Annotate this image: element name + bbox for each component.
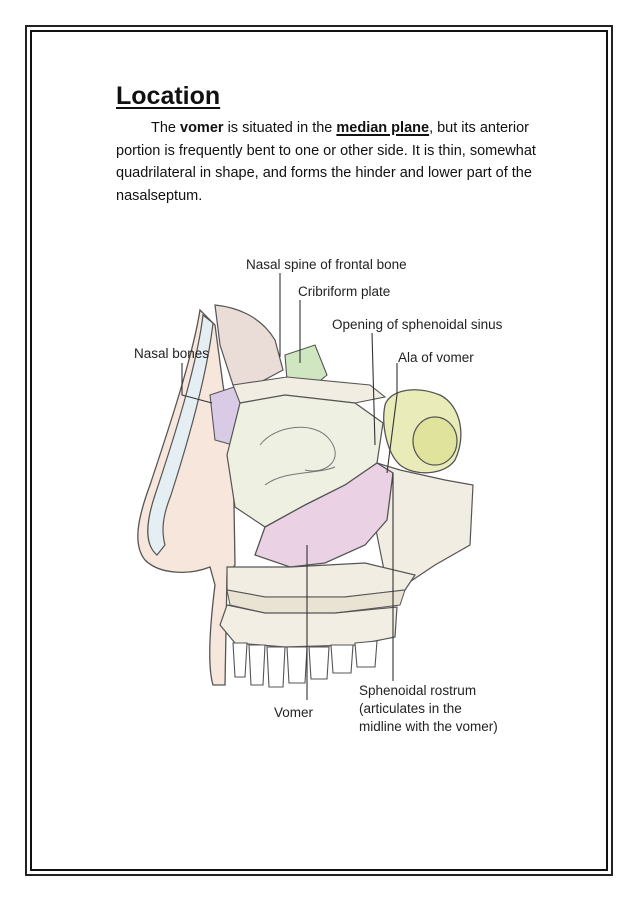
tooth-2 <box>248 644 266 686</box>
label-rostrum-line-1: Sphenoidal rostrum <box>359 683 476 698</box>
term-median-plane: median plane <box>336 120 430 136</box>
page-border-outer <box>25 25 613 876</box>
label-sphenoidal-opening: Opening of sphenoidal sinus <box>332 317 503 332</box>
section-heading: Location <box>116 82 221 110</box>
label-ala-vomer: Ala of vomer <box>398 350 474 365</box>
text-part-3: , but its anterior portion is frequently… <box>116 120 536 181</box>
tooth-7 <box>354 640 378 668</box>
label-nasal-bones: Nasal bones <box>134 346 209 361</box>
tooth-4 <box>286 646 308 684</box>
label-cribriform: Cribriform plate <box>298 284 390 299</box>
nasal-bone-shape <box>147 313 214 556</box>
leader-sphenoidal-opening <box>371 332 376 446</box>
text-part-2: is situated in the <box>223 120 337 136</box>
nose-outline <box>137 308 236 686</box>
tooth-3 <box>266 646 286 688</box>
label-nasal-spine: Nasal spine of frontal bone <box>246 257 407 272</box>
ethmoid-folds <box>259 426 336 486</box>
anatomy-figure: Nasal spine of frontal bone Cribriform p… <box>115 245 515 745</box>
tooth-6 <box>330 644 354 674</box>
leader-ala-vomer <box>386 363 398 474</box>
text-part-1: The <box>151 120 181 136</box>
tooth-1 <box>232 642 248 678</box>
term-vomer: vomer <box>180 120 224 136</box>
sphenoid-body <box>372 462 474 586</box>
nasal-septum-illustration: Nasal spine of frontal bone Cribriform p… <box>134 257 503 734</box>
label-rostrum-line-2: (articulates in the <box>359 701 462 716</box>
text-last-line: nasalseptum. <box>116 187 203 204</box>
vomer-shape <box>254 462 394 568</box>
tooth-5 <box>308 646 330 680</box>
page-border-inner <box>30 30 608 871</box>
sphenoid-sinus-opening <box>412 416 458 466</box>
frontal-bone-shape <box>214 304 284 386</box>
leader-nasal-bones <box>181 363 213 404</box>
description-paragraph: The vomer is situated in the median plan… <box>116 117 566 207</box>
teeth <box>232 640 378 688</box>
label-rostrum-line-3: midline with the vomer) <box>359 719 498 734</box>
label-vomer: Vomer <box>274 705 314 720</box>
